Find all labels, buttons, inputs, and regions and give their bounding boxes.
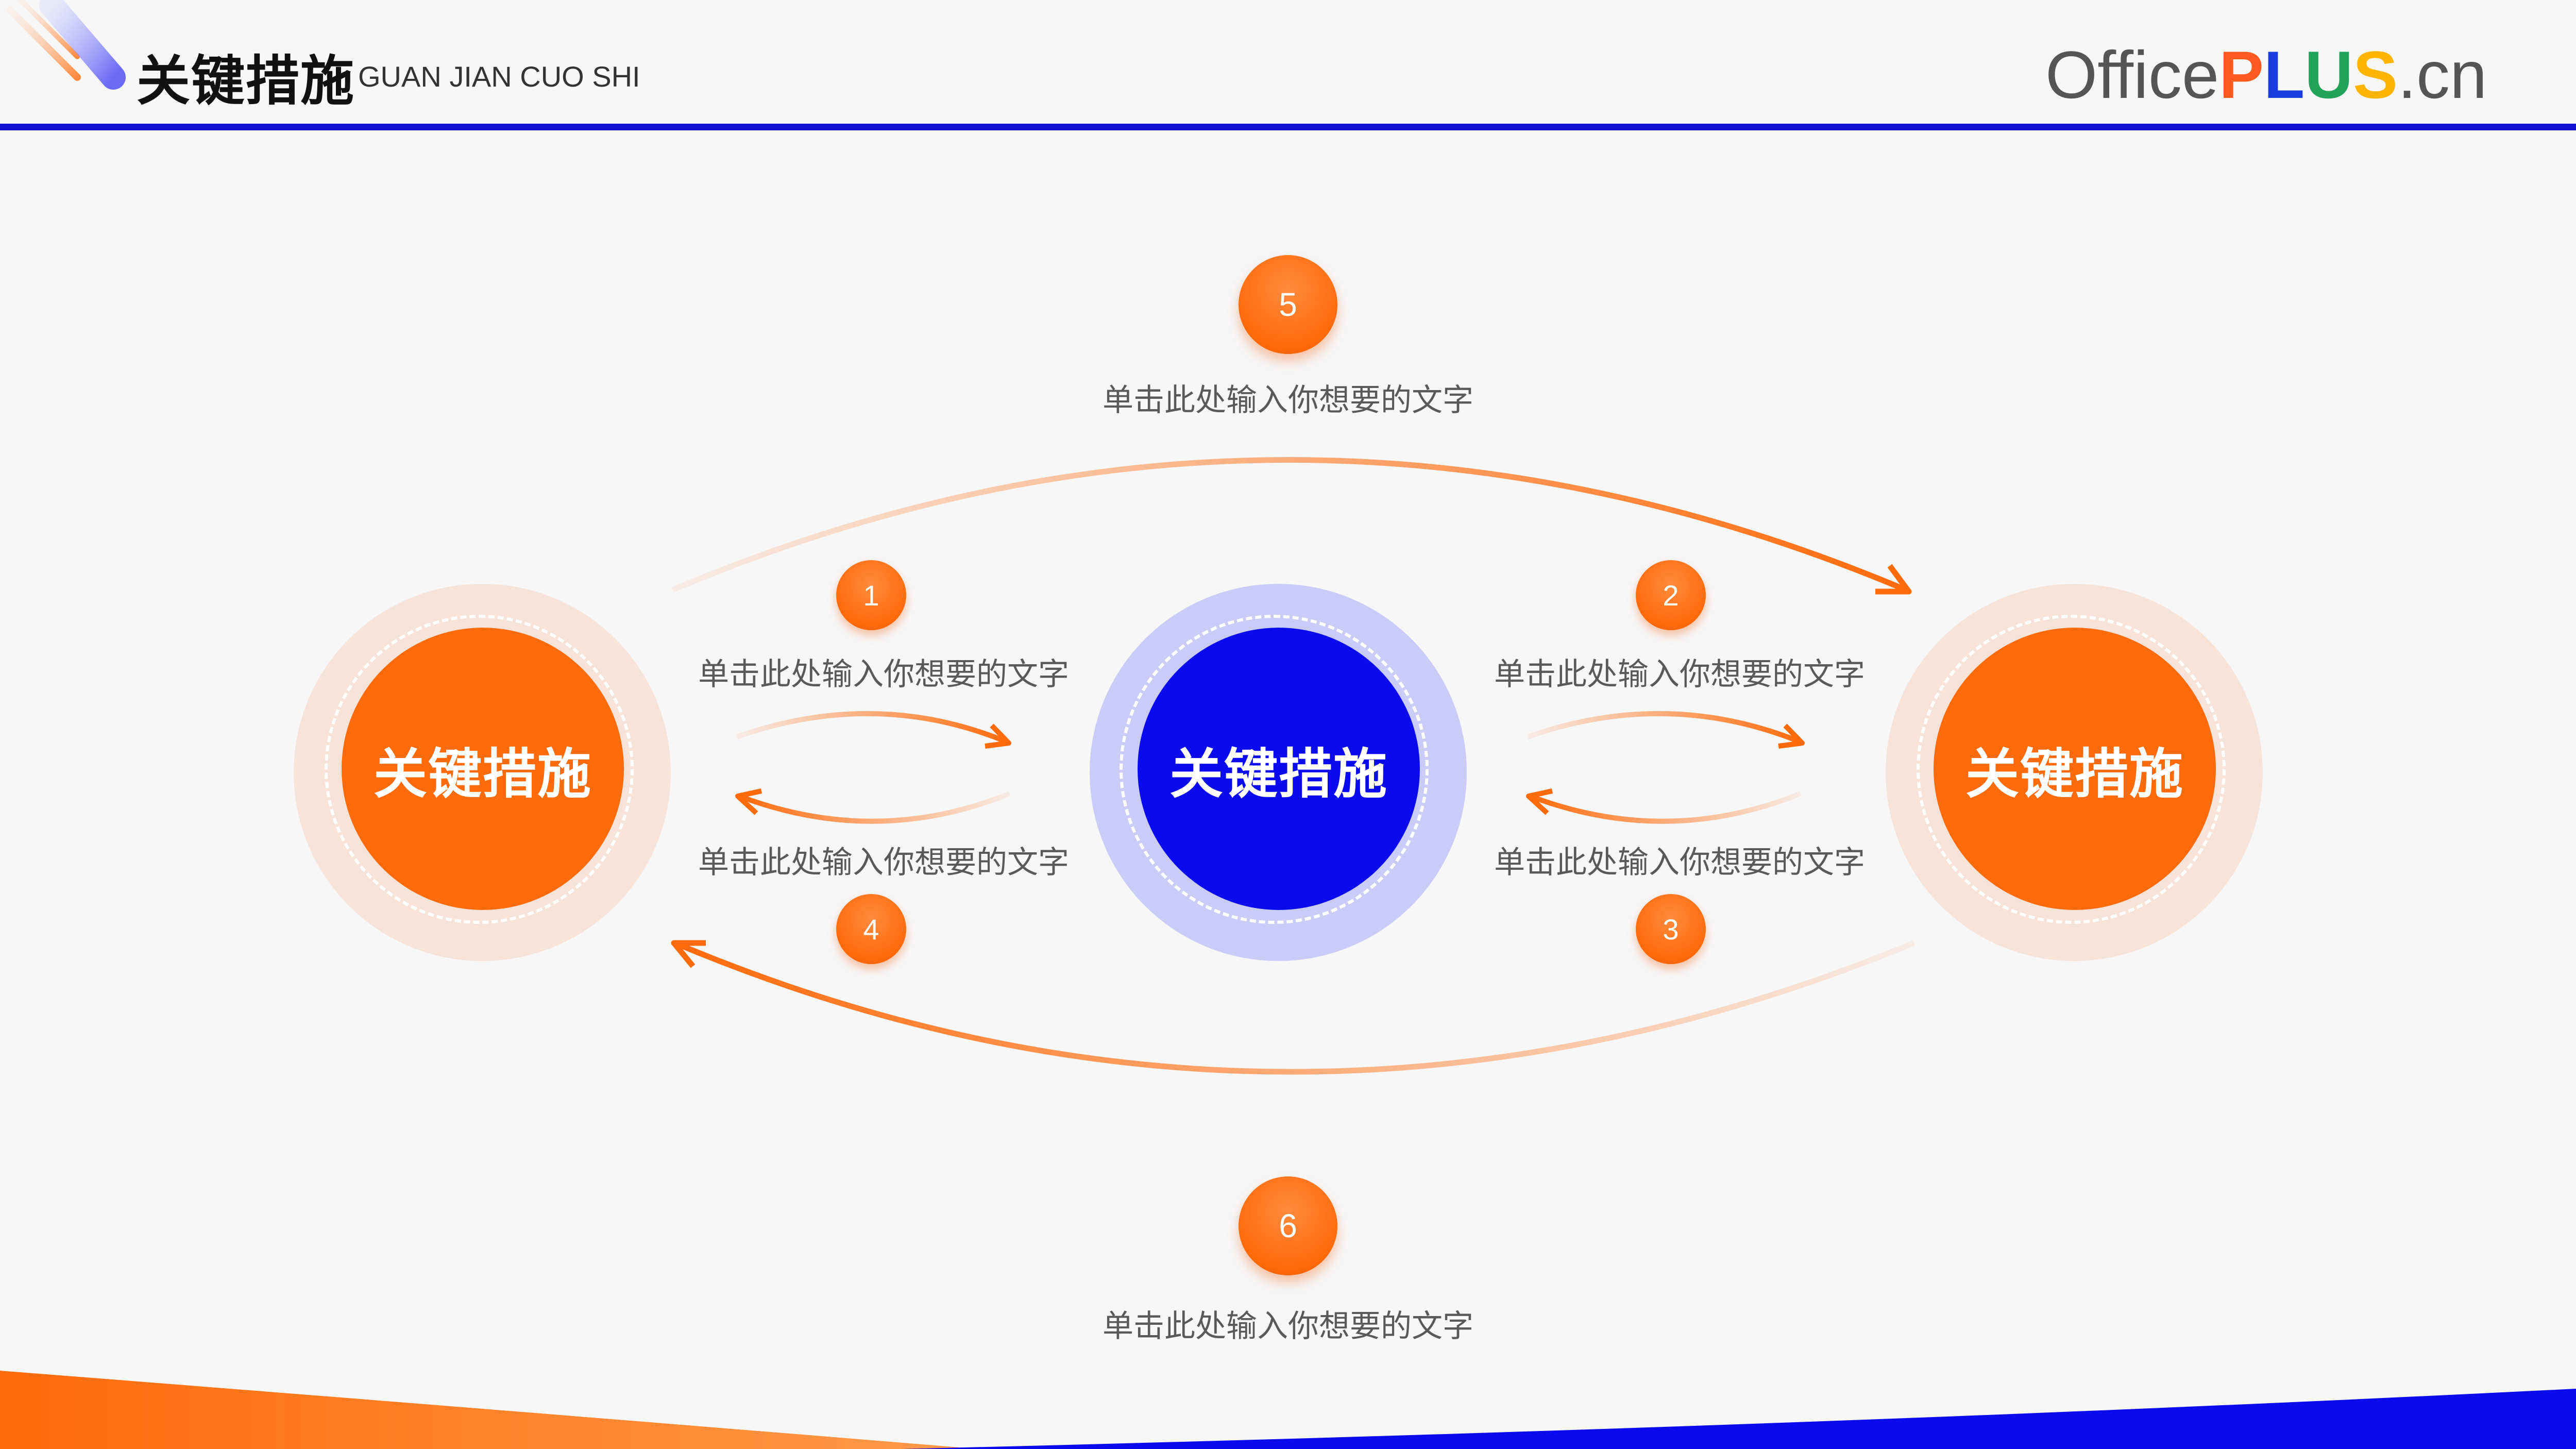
node-center: 关键措施	[1138, 628, 1420, 910]
step-5-text: 单击此处输入你想要的文字	[1103, 382, 1473, 418]
header-decoration	[7, 0, 126, 90]
step-1-badge: 1	[836, 560, 906, 630]
step-2-text: 单击此处输入你想要的文字	[1494, 656, 1865, 693]
arc-bottom	[673, 940, 1916, 1075]
logo-cn: .cn	[2397, 37, 2487, 112]
step-4-badge: 4	[836, 894, 906, 964]
node-right-dashed	[1917, 615, 2226, 924]
arc-3	[1529, 791, 1802, 824]
arrowhead-bottom	[671, 940, 706, 968]
logo-office: Office	[2045, 37, 2219, 112]
step-4-text: 单击此处输入你想要的文字	[698, 845, 1069, 881]
step-3-text: 单击此处输入你想要的文字	[1494, 845, 1865, 881]
page-title: 关键措施	[137, 49, 355, 112]
node-left-label: 关键措施	[373, 742, 592, 805]
node-left: 关键措施	[342, 628, 624, 910]
step-6-badge: 6	[1239, 1176, 1337, 1275]
step-6-text: 单击此处输入你想要的文字	[1103, 1308, 1473, 1344]
node-right: 关键措施	[1934, 628, 2216, 910]
arrowhead-2	[1778, 723, 1805, 749]
arc-1	[736, 711, 1008, 745]
step-3-badge: 3	[1636, 894, 1706, 964]
arrowhead-4	[735, 788, 762, 815]
step-1-text: 单击此处输入你想要的文字	[698, 656, 1069, 693]
header-rule	[0, 124, 2576, 130]
footer-wave	[0, 1371, 2576, 1449]
page-subtitle: GUAN JIAN CUO SHI	[358, 60, 640, 93]
logo-p: P	[2219, 37, 2264, 112]
node-center-dashed	[1120, 615, 1429, 924]
arrowhead-1	[985, 723, 1011, 749]
logo-s: S	[2353, 37, 2398, 112]
logo-u: U	[2304, 37, 2353, 112]
arrowhead-3	[1526, 788, 1553, 815]
arc-top	[671, 457, 1908, 593]
step-2-badge: 2	[1636, 560, 1706, 630]
node-center-label: 关键措施	[1169, 742, 1388, 805]
node-right-label: 关键措施	[1965, 742, 2184, 805]
arc-4	[738, 791, 1011, 824]
logo-l: L	[2263, 37, 2305, 112]
arrowhead-top	[1875, 564, 1912, 595]
officeplus-logo: OfficePLUS.cn	[2045, 36, 2487, 113]
step-5-badge: 5	[1239, 255, 1337, 354]
node-left-dashed	[325, 615, 634, 924]
arc-2	[1527, 711, 1802, 745]
